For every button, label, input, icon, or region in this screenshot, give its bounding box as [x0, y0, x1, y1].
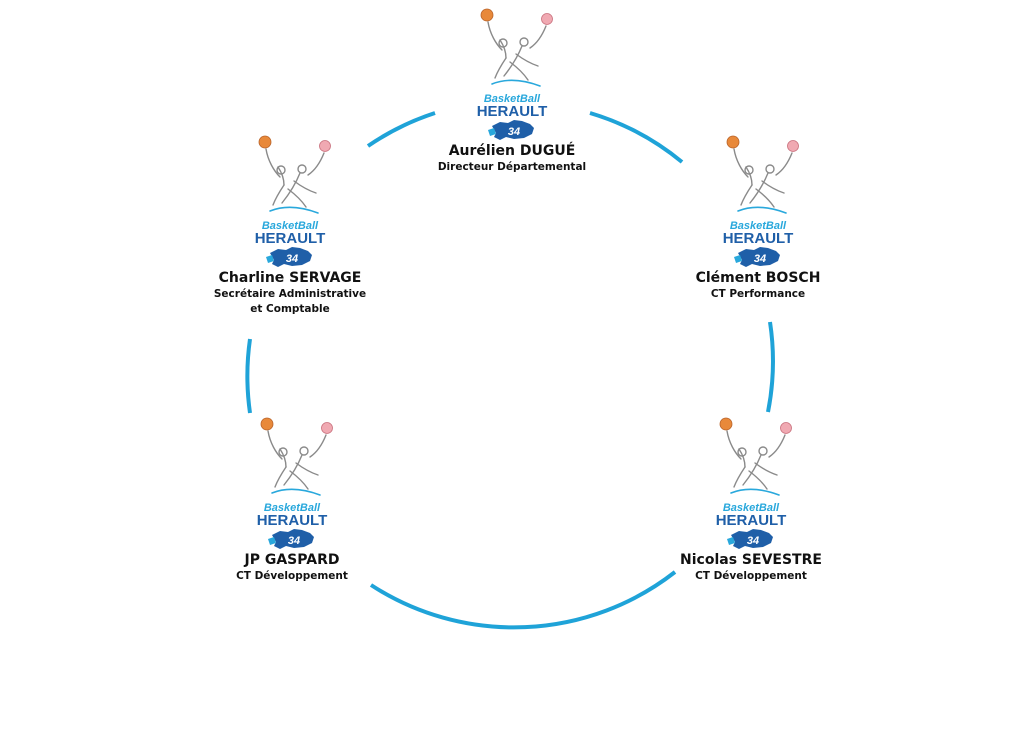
basketball-herault-logo: BasketBall HERAULT 34	[255, 135, 331, 267]
players-icon	[726, 430, 786, 496]
member-name: Clément BOSCH	[695, 270, 821, 286]
logo-badge: 34	[286, 253, 298, 265]
basketball-herault-logo: BasketBall HERAULT 34	[716, 417, 792, 549]
logo-line1: BasketBall	[730, 220, 787, 232]
basketball-herault-logo: BasketBall HERAULT 34	[477, 8, 553, 140]
logo-line2: HERAULT	[255, 230, 326, 247]
herault-map-icon	[738, 247, 780, 267]
players-icon	[487, 21, 547, 87]
pink-ball-icon	[321, 422, 333, 434]
logo-badge: 34	[508, 126, 520, 138]
member-role: Directeur Départemental	[437, 161, 587, 173]
players-icon	[267, 430, 327, 496]
orange-ball-icon	[480, 8, 494, 22]
member-card-dugue: BasketBall HERAULT 34 Aurélien DUGUÉ Dir…	[422, 6, 602, 175]
orange-ball-icon	[260, 417, 274, 431]
logo-line2: HERAULT	[477, 103, 548, 120]
players-icon	[733, 148, 793, 214]
member-name: Charline SERVAGE	[218, 270, 362, 286]
member-role: CT Performance	[710, 288, 806, 300]
ring-arc-top-right	[589, 111, 684, 164]
member-name: Aurélien DUGUÉ	[448, 143, 576, 159]
logo-line1: BasketBall	[723, 502, 780, 514]
logo-line1: BasketBall	[262, 220, 319, 232]
orange-ball-icon	[258, 135, 272, 149]
pink-ball-icon	[319, 140, 331, 152]
ring-arc-top-left	[366, 111, 436, 148]
logo-badge: 34	[754, 253, 766, 265]
member-role: CT Développement	[236, 570, 348, 582]
logo-badge: 34	[288, 535, 300, 547]
pink-ball-icon	[787, 140, 799, 152]
herault-map-icon	[731, 529, 773, 549]
pink-ball-icon	[541, 13, 553, 25]
ring-arc-left	[245, 338, 252, 414]
ring-arc-bottom	[369, 570, 677, 630]
herault-map-icon	[492, 120, 534, 140]
herault-map-icon	[270, 247, 312, 267]
member-card-sevestre: BasketBall HERAULT 34 Nicolas SEVESTRE C…	[661, 415, 841, 584]
players-icon	[265, 148, 325, 214]
member-card-gaspard: BasketBall HERAULT 34 JP GASPARD CT Déve…	[202, 415, 382, 584]
member-name: JP GASPARD	[244, 552, 340, 568]
member-card-bosch: BasketBall HERAULT 34 Clément BOSCH CT P…	[668, 133, 848, 302]
member-role: Secrétaire Administrative et Comptable	[213, 288, 367, 315]
logo-badge: 34	[747, 535, 759, 547]
logo-line2: HERAULT	[723, 230, 794, 247]
logo-line1: BasketBall	[484, 93, 541, 105]
basketball-herault-logo: BasketBall HERAULT 34	[723, 135, 799, 267]
member-card-servage: BasketBall HERAULT 34 Charline SERVAGE S…	[200, 133, 380, 317]
ring-arc-right	[766, 321, 775, 413]
pink-ball-icon	[780, 422, 792, 434]
basketball-herault-logo: BasketBall HERAULT 34	[257, 417, 333, 549]
orange-ball-icon	[719, 417, 733, 431]
orange-ball-icon	[726, 135, 740, 149]
member-name: Nicolas SEVESTRE	[680, 552, 822, 568]
logo-line2: HERAULT	[257, 512, 328, 529]
member-role: CT Développement	[695, 570, 807, 582]
logo-line1: BasketBall	[264, 502, 321, 514]
logo-line2: HERAULT	[716, 512, 787, 529]
herault-map-icon	[272, 529, 314, 549]
